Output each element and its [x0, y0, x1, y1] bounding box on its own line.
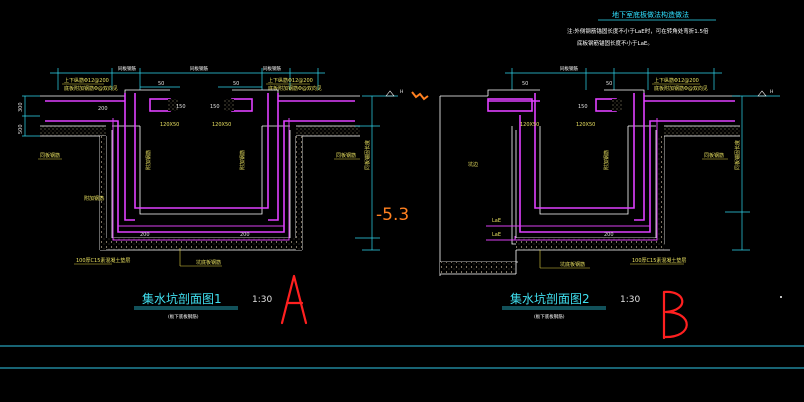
section-a-subtitle: (板下底板钢筋) [168, 313, 199, 320]
section-a-dim-150-left: 150 [176, 104, 186, 110]
section-a-dim-300: 300 [18, 102, 24, 112]
section-a-dim-200-b: 200 [140, 232, 150, 238]
section-b-pile-right: 同板锚固长度 [734, 140, 741, 170]
section-b-bottom-note: 100厚C15素混凝土垫层 [632, 257, 686, 264]
section-a-left-dims: 300 500 [18, 95, 40, 137]
section-a-title: 集水坑剖面图1 [142, 291, 222, 306]
section-b-rebar [486, 93, 735, 241]
section-a-h-mark: H [400, 89, 403, 95]
section-b-lae2: LaE [492, 232, 501, 238]
section-b-side-right: 同板钢筋 [704, 152, 724, 159]
section-a-title-block: 集水坑剖面图1 1:30 (板下底板钢筋) [134, 291, 272, 320]
section-a-bar-right: 120X50 [212, 122, 231, 128]
hand-letter-a: A [292, 334, 293, 337]
section-a-dim-chain: 同板钢筋 同板钢筋 同板钢筋 50 50 [50, 65, 325, 90]
section-a-inner-left: 附加钢筋 [145, 150, 152, 170]
section-a-right-dims: 同板锚固长度 H [355, 89, 403, 251]
top-notes: 地下室底板做法构造做法 注:外侧钢筋锚固长度不小于LaE时，可在转角处弯折1.5… [567, 10, 716, 47]
section-a-label-top-left2: 底板附加钢筋Φ@双向见 [64, 85, 118, 92]
section-b-h-mark: H [770, 89, 773, 95]
section-b-dim-150: 150 [578, 104, 588, 110]
section-a-side-right: 同板钢筋 [336, 152, 356, 159]
section-a-dim-500: 500 [18, 124, 24, 134]
section-a-scale: 1:30 [252, 295, 272, 305]
top-title: 地下室底板做法构造做法 [612, 10, 689, 19]
section-a-dim-200-c: 200 [240, 232, 250, 238]
section-a-top-mid: 同板钢筋 [118, 65, 136, 72]
section-a-pit [99, 125, 303, 251]
section-b-bar-right: 120X50 [576, 122, 595, 128]
section-b-slab [440, 89, 740, 275]
section-b-dim-chain: 同板钢筋 50 50 [505, 65, 722, 90]
hand-mark-a: A -5.3 [280, 91, 429, 337]
section-a-top-mid2: 同板钢筋 [263, 65, 281, 72]
section-a-bar-left: 120X50 [160, 122, 179, 128]
section-a-dim-200: 200 [98, 106, 108, 112]
top-note-line2: 底板钢筋锚固长度不小于LaE。 [577, 39, 653, 47]
section-a-inner-right: 附加钢筋 [239, 150, 246, 170]
section-b-label-top-right: 上下纵筋Φ12@200 [654, 77, 699, 84]
section-b-subtitle: (板下底板钢筋) [534, 313, 565, 320]
section-b-right-dims: 同板锚固长度 H [725, 89, 780, 251]
section-b-label-top-right2: 底板附加钢筋Φ@双向见 [654, 85, 708, 92]
section-b-scale: 1:30 [620, 295, 640, 305]
section-a-side-left: 同板钢筋 [40, 152, 60, 159]
section-a-dim-50-right: 50 [233, 81, 239, 87]
section-b-dim-50-right: 50 [606, 81, 612, 87]
section-a-top-center: 同板钢筋 [190, 65, 208, 72]
section-b-title: 集水坑剖面图2 [510, 291, 590, 306]
section-b-title-block: 集水坑剖面图2 1:30 (板下底板钢筋) [502, 291, 640, 320]
section-a-pile-right: 同板锚固长度 [364, 140, 371, 170]
section-a-slab [40, 89, 360, 137]
section-a-dim-50-left: 50 [158, 81, 164, 87]
section-a-rebar [45, 93, 355, 241]
section-b-inner-right: 附加钢筋 [603, 150, 610, 170]
section-b-bottom-mid: 坑底板钢筋 [560, 261, 585, 268]
section-a-bottom-mid: 坑底板钢筋 [196, 259, 221, 266]
section-b-top-mid: 同板钢筋 [560, 65, 578, 72]
section-a: 同板钢筋 同板钢筋 同板钢筋 50 50 上下纵筋Φ12@200 底板附加钢筋Φ… [18, 65, 403, 320]
section-b-bar-left: 120X50 [520, 122, 539, 128]
section-b-left-label: 坑边 [468, 161, 478, 168]
top-note-line1: 注:外侧钢筋锚固长度不小于LaE时，可在转角处弯折1.5倍 [567, 27, 709, 35]
section-a-label-top-left: 上下纵筋Φ12@200 [64, 77, 109, 84]
hand-depth-a: -5.3 [376, 205, 409, 225]
section-a-label-top-right: 上下纵筋Φ12@200 [268, 77, 313, 84]
section-a-bottom-note: 100厚C15素混凝土垫层 [76, 257, 130, 264]
section-b-dim-50-left: 50 [522, 81, 528, 87]
drawing-frame-bottom [0, 345, 804, 369]
section-b-lae1: LaE [492, 218, 501, 224]
section-b: 同板钢筋 50 50 上下纵筋Φ12@200 底板附加钢筋Φ@双向见 [439, 65, 780, 320]
section-a-left-label: 附加钢筋 [84, 195, 104, 202]
hand-mark-b: B [662, 290, 688, 340]
section-b-dim-200: 200 [604, 232, 614, 238]
section-a-label-top-right2: 底板附加钢筋Φ@双向见 [268, 85, 322, 92]
section-a-dim-150-right: 150 [210, 104, 220, 110]
